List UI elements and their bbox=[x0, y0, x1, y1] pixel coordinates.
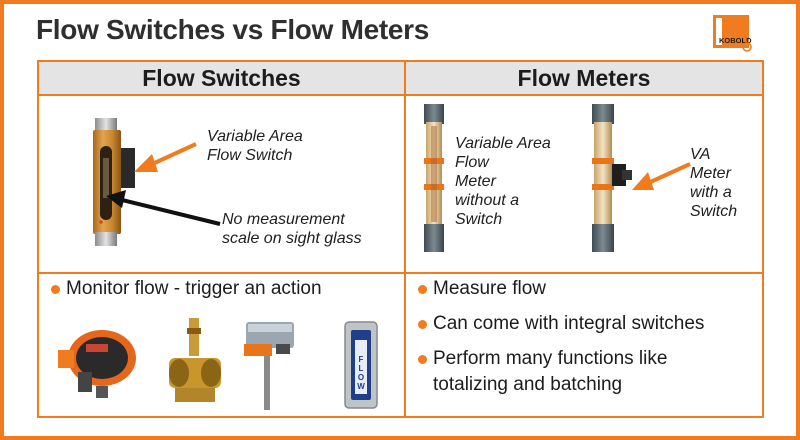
callout-line: Flow Switch bbox=[207, 147, 293, 164]
callout-no-measurement-scale: No measurement scale on sight glass bbox=[222, 210, 362, 248]
bullet-integral-switches: Can come with integral switches bbox=[433, 313, 705, 334]
bullet-dot bbox=[51, 285, 60, 294]
row-divider bbox=[39, 272, 762, 274]
logo-text: KOBOLD bbox=[719, 36, 752, 45]
callout-variable-area-flow-switch: Variable Area Flow Switch bbox=[207, 127, 303, 165]
callout-line: VA bbox=[690, 146, 711, 163]
flow-insertion-unit-image: F L O W bbox=[344, 321, 378, 409]
slide-title: Flow Switches vs Flow Meters bbox=[36, 14, 430, 45]
callout-line: Switch bbox=[690, 203, 738, 220]
comparison-table: Flow Switches Flow Meters bbox=[37, 60, 764, 418]
bullet-monitor-flow: Monitor flow - trigger an action bbox=[66, 278, 322, 299]
arrow-to-sight-glass bbox=[106, 190, 221, 226]
column-divider bbox=[404, 62, 406, 416]
header-flow-meters: Flow Meters bbox=[406, 62, 762, 96]
vane-flow-switch-image bbox=[244, 322, 294, 410]
kobold-logo: KOBOLD bbox=[711, 13, 755, 53]
callout-line: without a bbox=[455, 192, 520, 209]
bullet-dot bbox=[418, 355, 427, 364]
callout-line: Variable Area bbox=[207, 128, 303, 145]
va-meter-without-switch-image bbox=[424, 104, 444, 252]
electronic-flow-switch-image bbox=[58, 330, 136, 398]
callout-line: Meter bbox=[690, 165, 731, 182]
flow-letter: O bbox=[358, 373, 364, 382]
flow-letter: F bbox=[359, 355, 364, 364]
va-meter-with-switch-image bbox=[592, 104, 632, 252]
bullet-dot bbox=[418, 320, 427, 329]
callout-line: Switch bbox=[455, 211, 503, 228]
arrow-to-va-meter-switch bbox=[632, 162, 691, 190]
brass-paddle-switch-image bbox=[169, 318, 221, 402]
callout-line: Meter bbox=[455, 173, 496, 190]
callout-line: scale on sight glass bbox=[222, 230, 362, 247]
bullet-many-functions: Perform many functions like bbox=[433, 348, 668, 369]
callout-line: Flow bbox=[455, 154, 489, 171]
flow-letter: W bbox=[357, 382, 365, 391]
arrow-to-flow-switch bbox=[134, 142, 197, 172]
header-flow-switches: Flow Switches bbox=[39, 62, 404, 96]
variable-area-flow-switch-image bbox=[93, 118, 135, 246]
bullet-measure-flow: Measure flow bbox=[433, 278, 546, 299]
callout-va-meter-with-switch: VA Meter with a Switch bbox=[690, 145, 737, 221]
flow-letter: L bbox=[359, 364, 364, 373]
callout-line: Variable Area bbox=[455, 135, 551, 152]
bullet-many-functions-cont: totalizing and batching bbox=[433, 374, 623, 395]
callout-va-meter-without-switch: Variable Area Flow Meter without a Switc… bbox=[455, 134, 551, 229]
callout-line: No measurement bbox=[222, 211, 345, 228]
callout-line: with a bbox=[690, 184, 732, 201]
bullet-dot bbox=[418, 285, 427, 294]
